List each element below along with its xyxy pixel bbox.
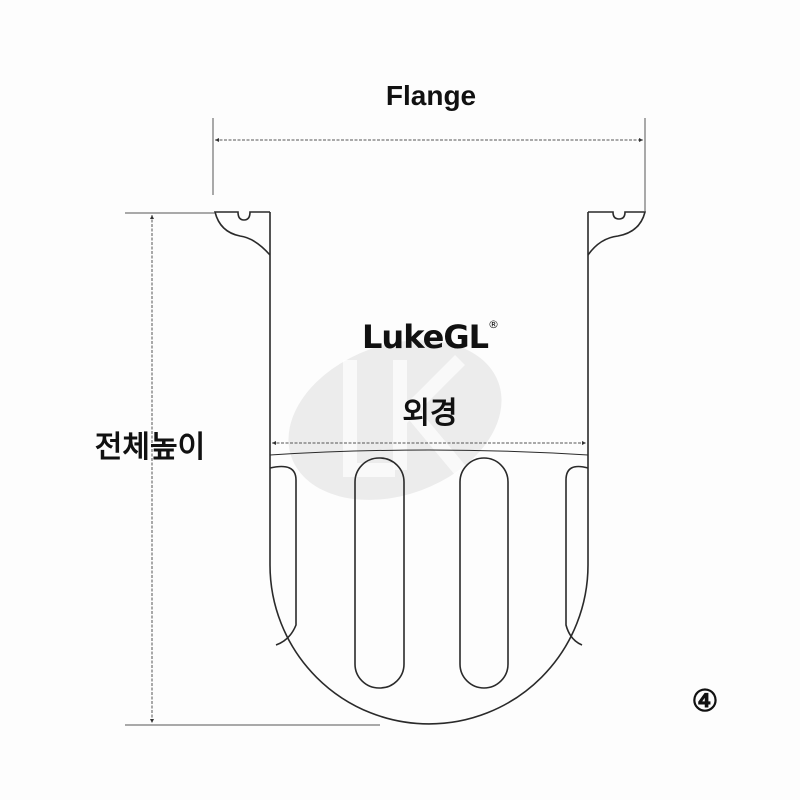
figure-number: ④ [691,685,719,718]
slot-right-partial [565,465,589,646]
slot [459,457,509,689]
flange-label: Flange [385,80,477,111]
left-flange [213,211,271,256]
slot-left-partial [269,465,297,646]
slot [354,457,405,689]
vessel-outline [269,212,589,725]
total-height-label: 전체높이 [94,431,206,464]
watermark-logo [288,340,502,500]
outer-diameter-label: 외경 [402,397,458,430]
registered-mark: ® [487,318,499,331]
logo-text: LukeGL [362,318,489,356]
right-flange [587,211,647,256]
brand-logo: LukeGL® [362,318,499,356]
